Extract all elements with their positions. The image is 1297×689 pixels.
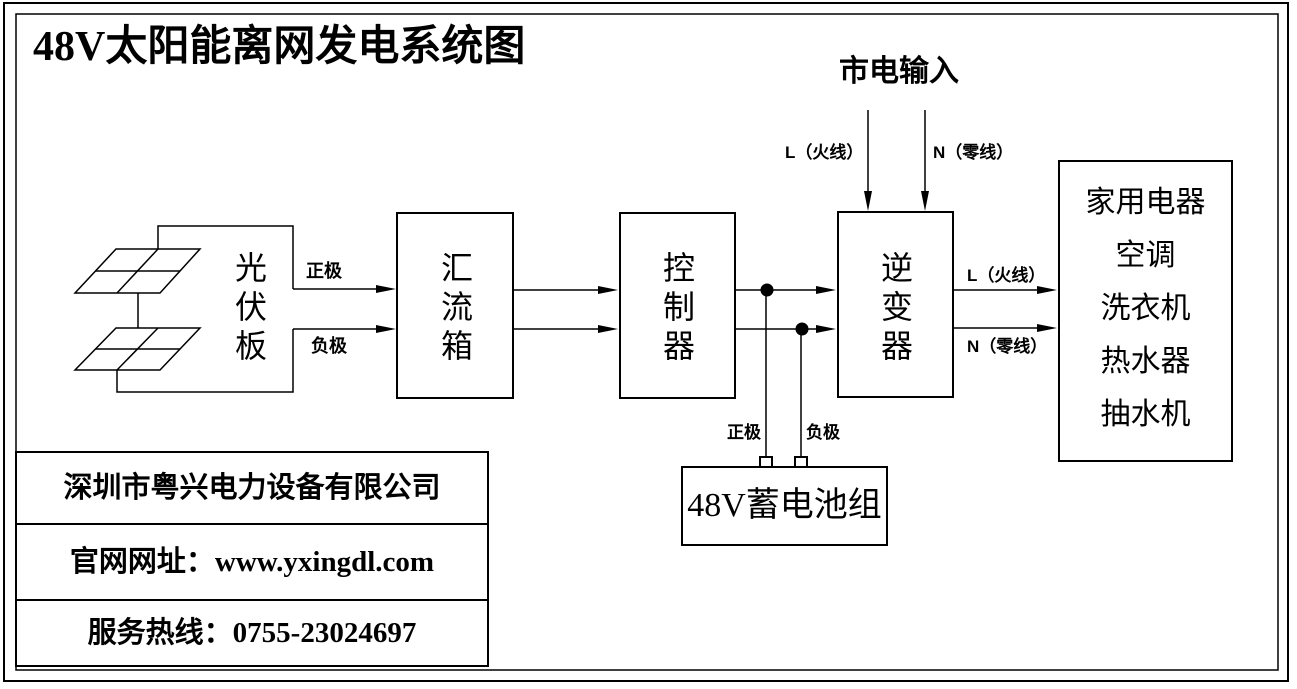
battery-label: 48V蓄电池组 [687,487,882,524]
controller-box-outline [619,212,736,399]
arrow-right-icon [1037,286,1057,294]
controller-label: 控制器 [659,251,695,368]
mains-neutral-label: N（零线） [933,143,1014,162]
ac-output-wires [953,289,1052,329]
appliance-item: 热水器 [1100,345,1191,378]
arrow-down-icon [921,191,929,211]
arrowheads [376,191,1057,333]
output-live-wire-label: L（火线） [967,266,1046,285]
company-name: 深圳市粤兴电力设备有限公司 [63,471,441,504]
arrow-down-icon [864,191,872,211]
mains-live-label: L（火线） [785,143,864,162]
appliances-box-outline [1058,160,1233,462]
output-neutral-wire-label: N（零线） [967,337,1048,356]
combiner-box-label: 汇流箱 [437,251,473,368]
battery-negative-wire-label: 负极 [806,423,840,442]
appliance-item: 家用电器 [1085,186,1206,219]
battery-wires [765,290,802,457]
inner-border [15,13,1279,671]
arrow-right-icon [816,286,836,294]
appliances-list: 家用电器 空调 洗衣机 热水器 抽水机 [1059,176,1232,441]
battery-positive-wire-label: 正极 [727,423,761,442]
junction-dot [795,322,809,336]
battery-terminal-negative [794,456,808,468]
company-website: 官网网址：www.yxingdl.com [69,545,435,578]
arrow-right-icon [376,325,396,333]
dc-wires [293,288,830,330]
solar-panel-icon [73,327,202,371]
pv-top-wire [157,225,294,289]
inverter-label: 逆变器 [877,251,913,368]
solar-panel-icon [73,248,202,294]
pv-positive-wire-label: 正极 [306,261,342,281]
combiner-box-outline [396,212,514,399]
appliance-item: 抽水机 [1100,398,1191,431]
battery-box-outline [681,466,888,546]
pv-negative-wire-label: 负极 [311,336,347,356]
mains-input-wires [867,110,926,204]
appliance-item: 洗衣机 [1100,292,1191,325]
page-title: 48V太阳能离网发电系统图 [33,24,526,70]
arrow-right-icon [598,325,618,333]
appliance-item: 空调 [1115,239,1176,272]
battery-terminal-positive [759,456,773,468]
outer-border [3,2,1289,682]
company-hotline: 服务热线：0755-23024697 [87,616,417,649]
junction-dot [760,283,774,297]
mains-input-label: 市电输入 [839,55,959,88]
pv-bottom-wire [116,329,294,393]
inverter-box-outline [837,211,954,398]
arrow-right-icon [376,285,396,293]
arrow-right-icon [816,325,836,333]
pv-panel-label: 光伏板 [231,251,267,368]
arrow-right-icon [1037,324,1057,332]
company-table-outline [15,451,489,667]
arrow-right-icon [598,286,618,294]
